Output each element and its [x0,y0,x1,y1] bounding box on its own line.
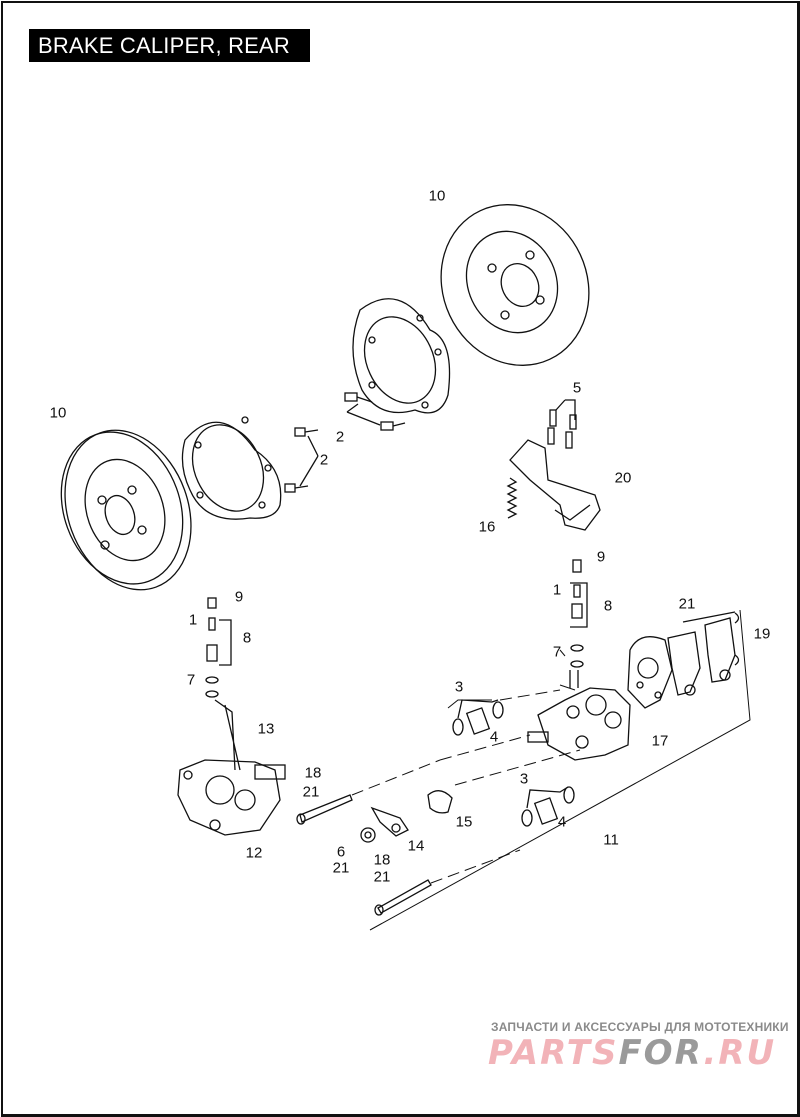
callout-7-right: 7 [552,643,562,661]
mounting-plate-lower [181,416,282,520]
pin-upper [296,794,353,825]
sleeve-lower [521,786,575,827]
callout-1-right: 1 [552,581,562,599]
callout-17: 17 [651,732,669,750]
callout-4-upper: 4 [489,728,499,746]
pin-lower [374,879,432,916]
brake-rotor-upper [440,204,590,366]
boot-15 [427,790,453,814]
callout-9-right: 9 [596,548,606,566]
callout-11: 11 [603,831,619,849]
callout-2-upper: 2 [335,428,345,446]
bleeder-right [570,559,588,668]
caliper-bracket-17 [627,636,673,709]
callout-20: 20 [614,469,632,487]
callout-16: 16 [478,518,496,536]
callout-19: 19 [753,625,771,643]
callout-5: 5 [572,379,582,397]
callout-6: 6 [336,843,346,861]
callout-21-lower: 21 [373,868,391,886]
callout-8-right: 8 [603,597,613,615]
watermark-logo-part2: FOR [618,1033,704,1073]
page-title: BRAKE CALIPER, REAR [29,29,310,62]
callout-18-upper: 18 [304,764,322,782]
callout-7-left: 7 [186,671,196,689]
watermark-subtitle: ЗАПЧАСТИ И АКСЕССУАРЫ ДЛЯ МОТОТЕХНИКИ [491,1020,789,1034]
bleeder-left [205,597,232,698]
callout-14: 14 [407,837,425,855]
callout-3-lower: 3 [519,770,529,788]
callout-13: 13 [257,720,275,738]
watermark-logo: PARTSFOR.RU [488,1033,776,1073]
callout-21-nut: 21 [332,859,350,877]
callout-3-upper: 3 [454,678,464,696]
callout-2-lower: 2 [319,451,329,469]
callout-brackets [369,609,751,931]
bracket-20 [509,399,601,531]
watermark-logo-part3: .RU [703,1033,777,1073]
callout-21-upper: 21 [302,783,320,801]
alignment-lines [351,689,581,884]
brake-pads-21 [667,611,740,696]
callout-15: 15 [455,813,473,831]
watermark-logo-part1: PARTS [488,1033,619,1073]
callout-8-left: 8 [242,629,252,647]
lever-14 [370,806,409,837]
mounting-plate-upper [352,298,451,414]
callout-4-lower: 4 [557,813,567,831]
nut-6 [360,827,376,843]
callout-1-left: 1 [188,611,198,629]
sleeve-upper [452,699,504,736]
callout-9-left: 9 [234,588,244,606]
caliper-assembly-right [527,670,631,761]
callout-12: 12 [245,844,263,862]
bolts-2 [284,392,406,493]
callout-10-upper: 10 [428,187,446,205]
callout-21-pads: 21 [678,595,696,613]
caliper-assembly-left [177,699,286,836]
callout-18-lower: 18 [373,851,391,869]
brake-rotor-lower [60,429,192,591]
callout-10-lower: 10 [49,404,67,422]
spring-16 [506,477,518,519]
